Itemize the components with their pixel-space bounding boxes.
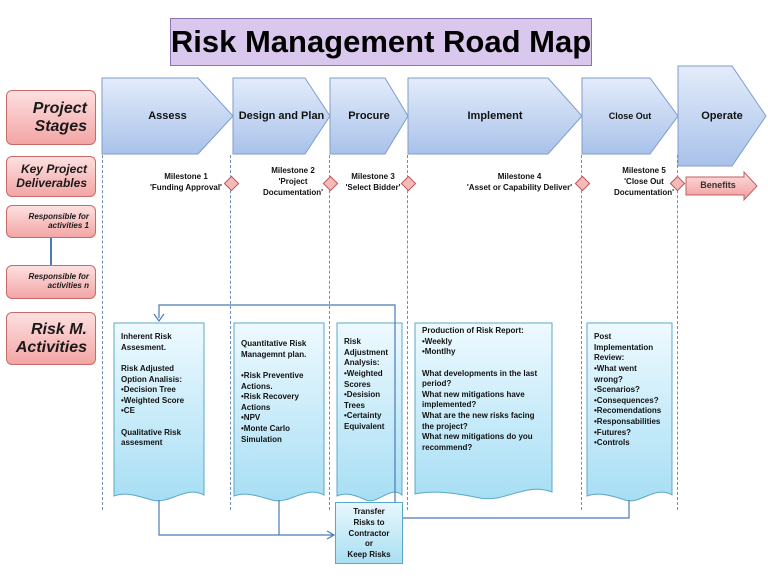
milestone-1: Milestone 1 'Funding Approval' — [146, 172, 226, 194]
milestone-title: Milestone 5 — [622, 166, 666, 175]
milestone-title: Milestone 1 — [164, 172, 208, 181]
milestone-2: Milestone 2 'Project Documentation' — [258, 166, 328, 198]
milestone-desc: 'Project Documentation' — [262, 176, 324, 197]
stage-divider — [677, 155, 678, 510]
stage-label-assess: Assess — [148, 110, 187, 122]
transfer-risks-box: Transfer Risks to Contractor or Keep Ris… — [335, 502, 403, 564]
milestone-diamond-4 — [574, 175, 591, 192]
stage-label-procure: Procure — [348, 110, 390, 122]
milestone-4: Milestone 4 'Asset or Capability Deliver… — [462, 172, 577, 194]
row-label-responsible-n: Responsible for activities n — [6, 265, 96, 299]
activity-close-out: Post Implementation Review: •What went w… — [594, 332, 662, 448]
row-label-risk-activities: Risk M. Activities — [6, 312, 96, 365]
stage-label-implement: Implement — [467, 110, 523, 122]
milestone-title: Milestone 3 — [351, 172, 395, 181]
milestone-5: Milestone 5 'Close Out Documentation' — [611, 166, 677, 198]
milestone-desc: 'Select Bidder' — [345, 182, 401, 192]
benefits-label: Benefits — [700, 180, 736, 190]
stage-label-close-out: Close Out — [608, 111, 652, 121]
activity-design-and-plan: Quantitative Risk Managemnt plan. •Risk … — [241, 339, 307, 444]
stage-label-operate: Operate — [701, 110, 743, 122]
row-label-key-deliverables: Key Project Deliverables — [6, 156, 96, 197]
milestone-desc: 'Funding Approval' — [150, 182, 222, 192]
milestone-desc: 'Close Out Documentation' — [613, 176, 675, 197]
milestone-diamond-1 — [223, 175, 240, 192]
activity-assess: Inherent Risk Assesment. Risk Adjusted O… — [121, 332, 185, 448]
milestone-title: Milestone 4 — [497, 172, 542, 181]
milestone-desc: 'Asset or Capability Deliver' — [466, 182, 573, 192]
stage-divider — [407, 155, 408, 510]
milestone-3: Milestone 3 'Select Bidder' — [340, 172, 406, 194]
stage-divider — [102, 155, 103, 510]
stage-label-design-and-plan: Design and Plan — [238, 110, 325, 122]
milestone-title: Milestone 2 — [271, 166, 315, 175]
stage-divider — [230, 155, 231, 510]
stage-divider — [329, 155, 330, 510]
page-title: Risk Management Road Map — [170, 18, 592, 66]
activity-implement: Production of Risk Report: •Weekly •Mont… — [422, 326, 538, 452]
stage-divider — [581, 155, 582, 510]
connector-line — [50, 238, 52, 265]
row-label-project-stages: Project Stages — [6, 90, 96, 145]
activity-procure: Risk Adjustment Analysis: •Weighted Scor… — [344, 337, 388, 431]
row-label-responsible-1: Responsible for activities 1 — [6, 205, 96, 238]
